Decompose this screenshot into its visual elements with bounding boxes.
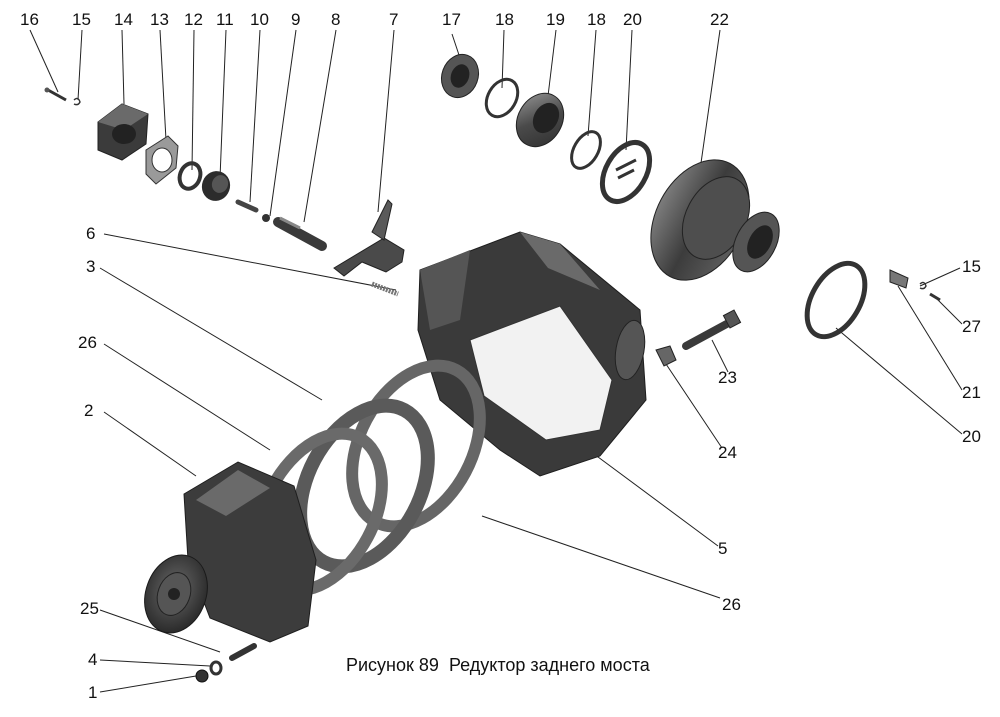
callout-27: 27 (962, 317, 981, 336)
callout-6: 6 (86, 224, 96, 243)
part-13-gasket (145, 135, 179, 185)
callout-20: 20 (623, 10, 642, 29)
part-15-clip-2 (919, 281, 927, 290)
part-18-snap-ring-2 (570, 130, 602, 170)
part-25-stud (229, 643, 257, 661)
part-1-nut (195, 669, 209, 683)
part-23-bolt (682, 309, 742, 350)
part-20-shim-2 (804, 260, 868, 340)
callout-7: 7 (389, 10, 399, 29)
callout-13: 13 (150, 10, 169, 29)
part-20-shim (599, 140, 653, 204)
part-19-bearing (515, 92, 565, 148)
callout-15-second: 15 (962, 257, 981, 276)
figure-title: Редуктор заднего моста (448, 655, 650, 675)
part-16-cotter-pin (44, 87, 67, 102)
callout-18: 18 (495, 10, 514, 29)
part-9-ball (262, 214, 270, 222)
callout-2: 2 (84, 401, 94, 420)
part-4-washer (209, 660, 223, 676)
callout-20-second: 20 (962, 427, 981, 446)
part-10-pin (235, 199, 259, 213)
part-18-snap-ring (484, 77, 520, 119)
callout-26: 26 (78, 333, 97, 352)
part-7-fork (333, 199, 405, 277)
part-17-gear (440, 53, 480, 99)
callout-8: 8 (331, 10, 341, 29)
callout-15: 15 (72, 10, 91, 29)
callout-25: 25 (80, 599, 99, 618)
part-5-housing (417, 231, 647, 477)
part-14-cover (97, 103, 149, 161)
figure-number: Рисунок 89 (346, 655, 439, 675)
callout-22: 22 (710, 10, 729, 29)
leader-lines (29, 29, 963, 693)
callout-19: 19 (546, 10, 565, 29)
callout-24: 24 (718, 443, 737, 462)
callout-4: 4 (88, 650, 98, 669)
part-12-ring (177, 161, 203, 191)
part-11-seal (201, 171, 231, 201)
callout-11: 11 (216, 10, 234, 29)
callout-26-second: 26 (722, 595, 741, 614)
callout-17: 17 (442, 10, 461, 29)
part-15-clip (73, 97, 81, 106)
part-8-rod (273, 216, 327, 251)
callout-10: 10 (250, 10, 269, 29)
part-6-spring (371, 281, 399, 297)
figure-caption: Рисунок 89 Редуктор заднего моста (346, 655, 650, 676)
part-27-bolt (929, 292, 941, 302)
part-3-shim (293, 398, 435, 574)
callout-23: 23 (718, 368, 737, 387)
part-21-lock-plate (889, 269, 909, 289)
callout-21: 21 (962, 383, 981, 402)
callout-3: 3 (86, 257, 96, 276)
callout-1: 1 (88, 683, 98, 702)
callout-9: 9 (291, 10, 301, 29)
callout-5: 5 (718, 539, 728, 558)
callout-16: 16 (20, 10, 39, 29)
callout-12: 12 (184, 10, 203, 29)
part-22-bevel-gear (650, 159, 780, 281)
callout-14: 14 (114, 10, 133, 29)
part-2-pinion-housing (144, 461, 317, 643)
part-24-washer (655, 345, 677, 367)
callout-18-second: 18 (587, 10, 606, 29)
